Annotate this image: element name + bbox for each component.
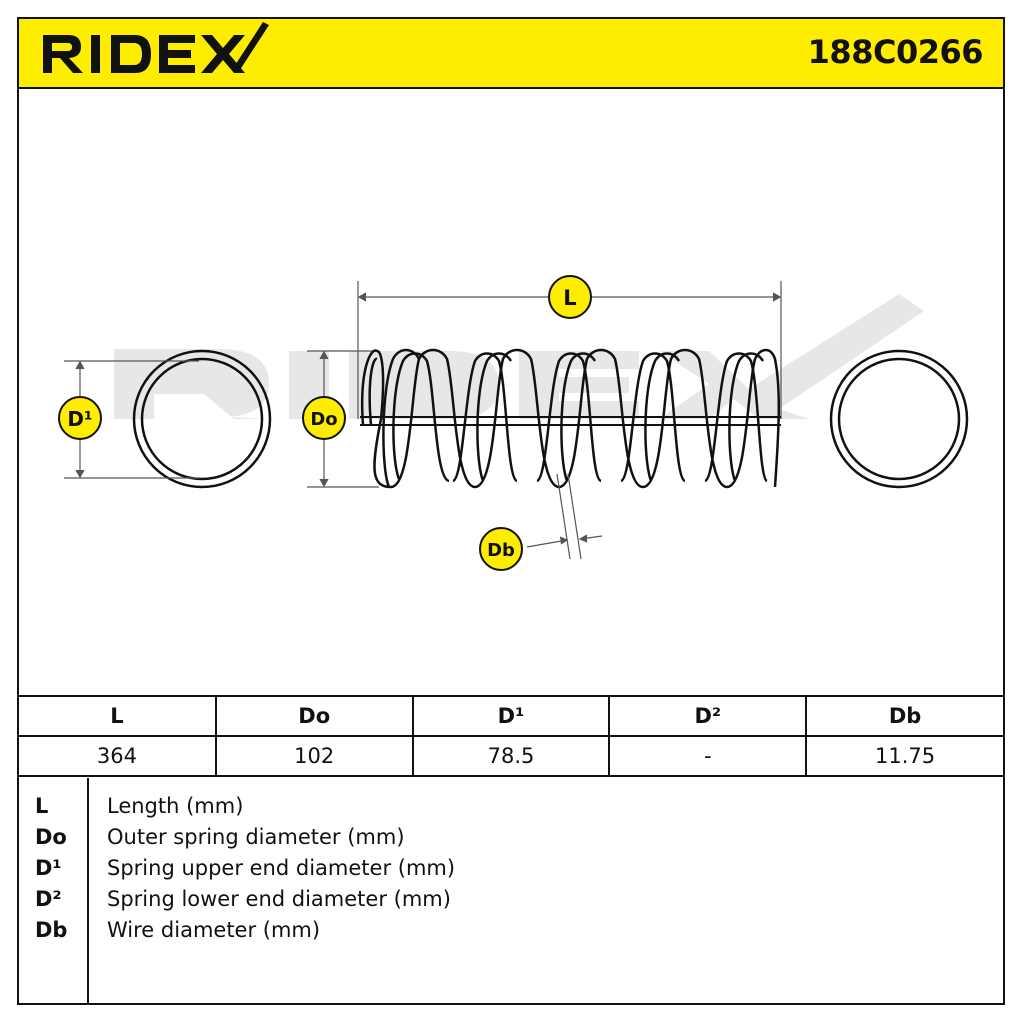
d1-dimension [64,360,199,479]
legend-item: D² Spring lower end diameter (mm) [19,887,1003,918]
label-db: Db [479,527,523,571]
spec-header-cell: L [19,695,217,737]
legend-item: D¹ Spring upper end diameter (mm) [19,856,1003,887]
legend-text: Outer spring diameter (mm) [107,825,405,849]
spec-sheet: 188C0266 [17,17,1005,1005]
legend-abbr: Do [35,825,67,849]
label-d1: D¹ [58,396,102,440]
legend-abbr: D¹ [35,856,62,880]
db-dimension [526,473,603,560]
legend-text: Wire diameter (mm) [107,918,321,942]
spec-value-cell: 78.5 [411,735,611,777]
legend-text: Spring lower end diameter (mm) [107,887,451,911]
watermark-logo [114,294,924,419]
legend: L Length (mm) Do Outer spring diameter (… [19,778,1003,1003]
spec-value-cell: 102 [214,735,414,777]
legend-divider [87,778,89,1003]
upper-end-ring [132,349,272,489]
legend-abbr: Db [35,918,68,942]
legend-text: Length (mm) [107,794,244,818]
spec-value-cell: - [608,735,808,777]
svg-text:Do: Do [310,409,337,430]
svg-text:Db: Db [487,540,515,561]
brand-logo [43,22,269,73]
l-dimension [357,281,782,419]
legend-item: Db Wire diameter (mm) [19,918,1003,949]
do-dimension [307,350,379,488]
label-l: L [548,275,592,319]
spec-header-cell: D¹ [411,695,611,737]
spec-table: L Do D¹ D² Db 364 102 78.5 - 11.75 [19,695,1003,777]
spec-header-row: L Do D¹ D² Db [19,695,1003,737]
spec-header-cell: Do [214,695,414,737]
header-bar: 188C0266 [19,19,1003,89]
spec-header-cell: D² [608,695,808,737]
spec-header-cell: Db [805,695,1003,737]
lower-end-ring [829,349,969,489]
legend-item: Do Outer spring diameter (mm) [19,825,1003,856]
legend-abbr: D² [35,887,62,911]
legend-item: L Length (mm) [19,794,1003,825]
spring-coils [360,348,781,489]
spec-value-row: 364 102 78.5 - 11.75 [19,735,1003,777]
spring-diagram: L D¹ Do Db [58,275,969,571]
svg-text:L: L [563,286,576,310]
label-do: Do [302,396,346,440]
spec-value-cell: 11.75 [805,735,1003,777]
part-number: 188C0266 [807,33,984,71]
legend-abbr: L [35,794,49,818]
svg-text:D¹: D¹ [67,407,92,431]
spec-value-cell: 364 [19,735,217,777]
legend-text: Spring upper end diameter (mm) [107,856,456,880]
